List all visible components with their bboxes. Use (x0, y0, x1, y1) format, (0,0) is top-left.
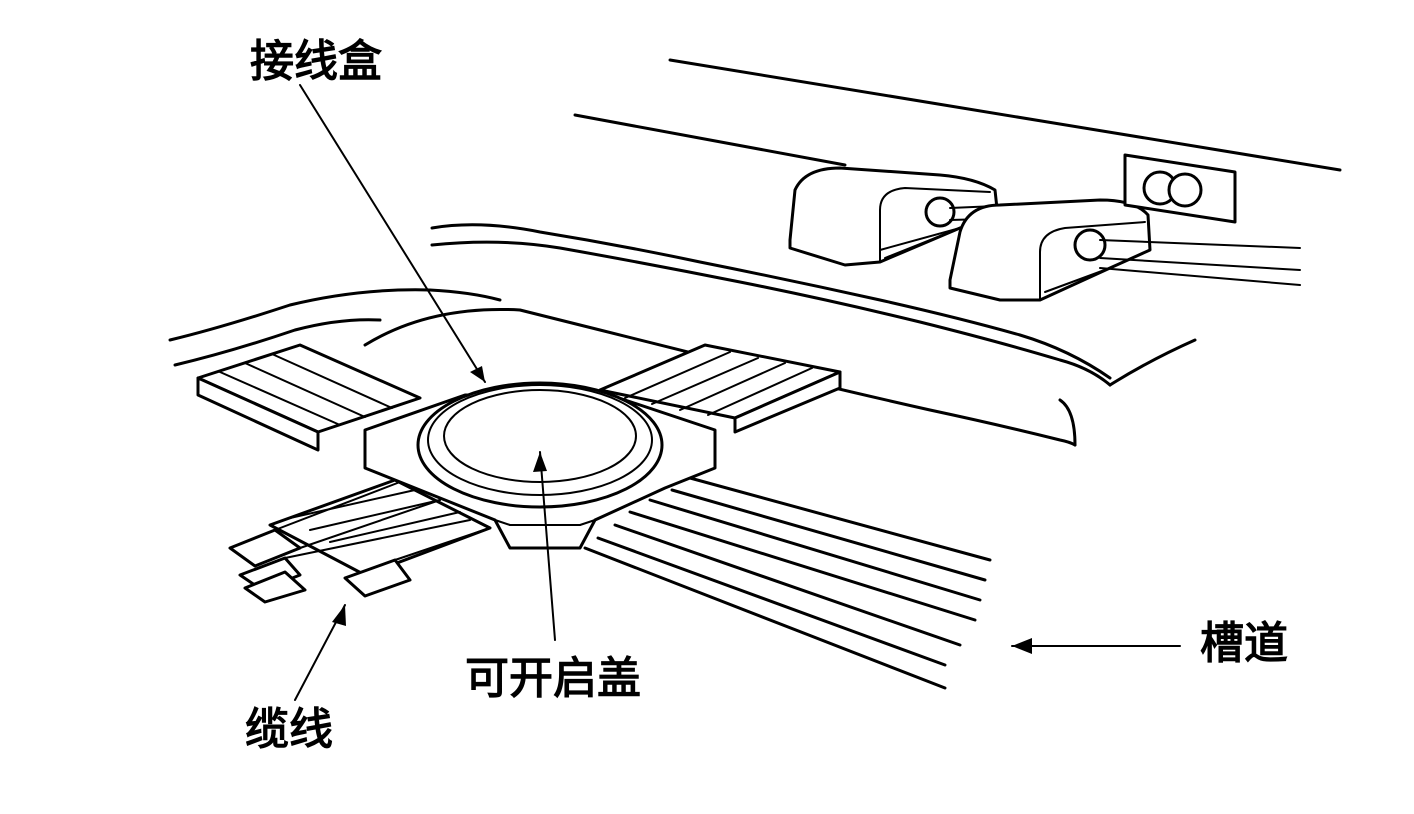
openable-cover-label: 可开启盖 (465, 653, 641, 704)
floor-cut-edge-upper-2 (430, 240, 1112, 387)
trough-branch-left (196, 343, 422, 452)
trough-label: 槽道 (1200, 618, 1288, 669)
trough-branch-right (598, 343, 842, 434)
arrow-openable-cover (533, 451, 556, 641)
floor-cut-edge-left (168, 288, 502, 342)
wall-second-line (573, 113, 847, 167)
cable-bundle (228, 481, 491, 604)
trough-main-run (583, 476, 992, 690)
cable-label: 缆线 (245, 704, 333, 755)
arrow-cable (294, 604, 346, 701)
arrow-trough (1011, 638, 1181, 654)
wall-top-line (668, 58, 1342, 172)
floor-slab-corner (1058, 398, 1077, 447)
floor-cut-edge-upper (430, 223, 1112, 380)
floor-slab-right-edge (1108, 338, 1197, 387)
arrow-junction-box (299, 84, 486, 383)
junction-box-label: 接线盒 (250, 36, 382, 87)
floor-cut-edge-left-2 (173, 318, 382, 367)
wall-clamp-right (948, 198, 1301, 302)
openable-cover (416, 381, 664, 509)
wall-plate (1123, 153, 1237, 224)
